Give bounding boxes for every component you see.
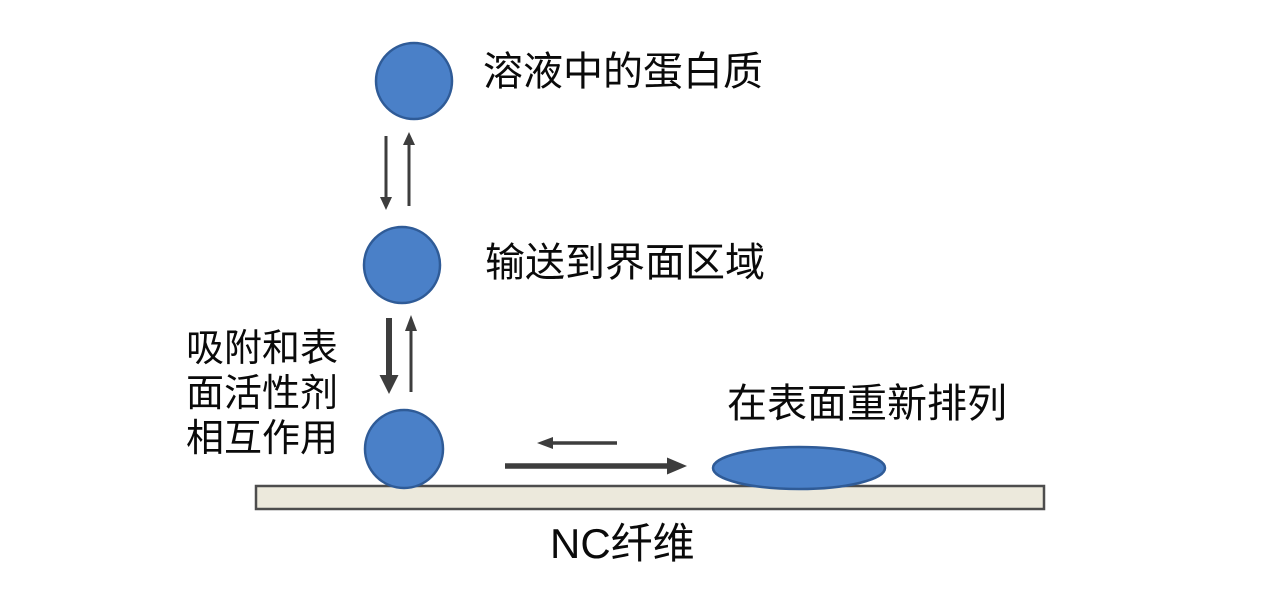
equilibrium-arrows-rearrangement	[505, 437, 687, 475]
down-arrow-head	[379, 375, 399, 394]
label-line-1: 吸附和表	[186, 328, 339, 370]
nc-fiber-bar	[254, 484, 1046, 511]
label-protein-in-solution: 溶液中的蛋白质	[483, 50, 763, 94]
left-arrow-head	[537, 437, 553, 449]
equilibrium-arrows-adsorption	[379, 315, 417, 394]
down-arrow-head	[380, 197, 392, 210]
label-line-3: 相互作用	[186, 418, 339, 460]
protein-circle-interface	[362, 225, 442, 305]
label-transport-to-interface: 输送到界面区域	[485, 241, 765, 285]
label-line-2: 面活性剂	[186, 373, 339, 415]
right-arrow-head	[667, 457, 687, 475]
up-arrow-head	[403, 132, 415, 145]
protein-ellipse-rearranged	[711, 445, 887, 491]
protein-circle-adsorbed	[363, 408, 445, 490]
equilibrium-arrows-transport	[380, 132, 415, 210]
label-rearrange-on-surface: 在表面重新排列	[727, 382, 1007, 426]
label-nc-fiber: NC纤维	[550, 520, 695, 567]
protein-circle-solution	[374, 41, 454, 121]
up-arrow-head	[405, 315, 417, 331]
label-adsorption-surfactant-interaction: 吸附和表 面活性剂 相互作用	[186, 327, 356, 462]
